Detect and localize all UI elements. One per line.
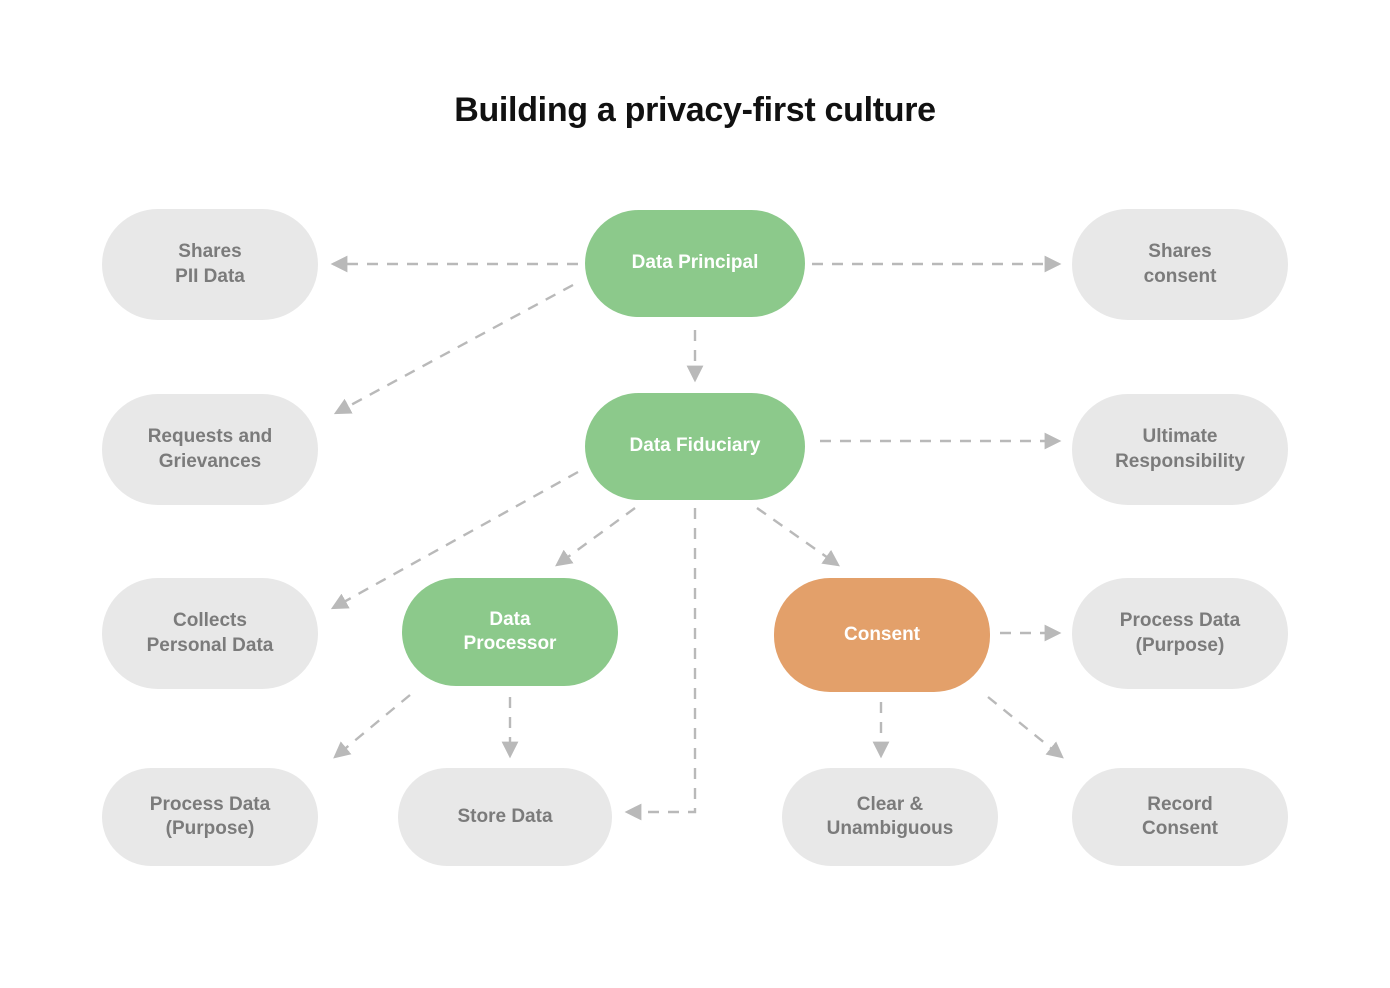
node-process-data-purpose-left[interactable]: Process Data (Purpose) [102, 768, 318, 866]
node-consent[interactable]: Consent [774, 578, 990, 692]
node-label-shares-pii-data: Shares PII Data [175, 241, 245, 287]
node-label-ultimate-responsibility: Ultimate Responsibility [1115, 426, 1245, 472]
node-shares-pii-data[interactable]: Shares PII Data [102, 209, 318, 320]
edge-fiduciary-to-collects [330, 470, 579, 610]
node-label-process-data-purpose-right: Process Data (Purpose) [1119, 610, 1241, 656]
node-data-principal[interactable]: Data Principal [585, 210, 805, 317]
edge-fiduciary-to-store-data [624, 508, 697, 821]
node-label-process-data-purpose-left: Process Data (Purpose) [149, 793, 271, 839]
node-label-shares-consent: Shares consent [1143, 241, 1217, 287]
node-requests-grievances[interactable]: Requests and Grievances [102, 394, 318, 505]
node-shares-consent[interactable]: Shares consent [1072, 209, 1288, 320]
edge-processor-to-process-data [333, 694, 411, 759]
node-label-record-consent: Record Consent [1142, 793, 1218, 839]
node-data-processor[interactable]: Data Processor [402, 578, 618, 686]
node-label-data-principal: Data Principal [631, 252, 759, 274]
edge-fiduciary-to-consent [756, 507, 840, 567]
node-label-data-fiduciary: Data Fiduciary [629, 435, 761, 457]
node-label-collects-personal-data: Collects Personal Data [146, 610, 274, 656]
edge-principal-to-requests [333, 283, 574, 415]
node-label-store-data: Store Data [457, 805, 553, 827]
edge-consent-to-record-consent [987, 696, 1064, 759]
node-label-clear-unambiguous: Clear & Unambiguous [826, 793, 954, 839]
node-label-consent: Consent [844, 623, 920, 645]
node-collects-personal-data[interactable]: Collects Personal Data [102, 578, 318, 689]
edge-fiduciary-to-processor [555, 507, 636, 567]
node-data-fiduciary[interactable]: Data Fiduciary [585, 393, 805, 500]
node-clear-unambiguous[interactable]: Clear & Unambiguous [782, 768, 998, 866]
node-label-requests-grievances: Requests and Grievances [147, 426, 273, 472]
page-title: Building a privacy-first culture [454, 91, 936, 129]
node-record-consent[interactable]: Record Consent [1072, 768, 1288, 866]
node-label-data-processor: Data Processor [463, 608, 557, 654]
node-ultimate-responsibility[interactable]: Ultimate Responsibility [1072, 394, 1288, 505]
node-store-data[interactable]: Store Data [398, 768, 612, 866]
node-process-data-purpose-right[interactable]: Process Data (Purpose) [1072, 578, 1288, 689]
